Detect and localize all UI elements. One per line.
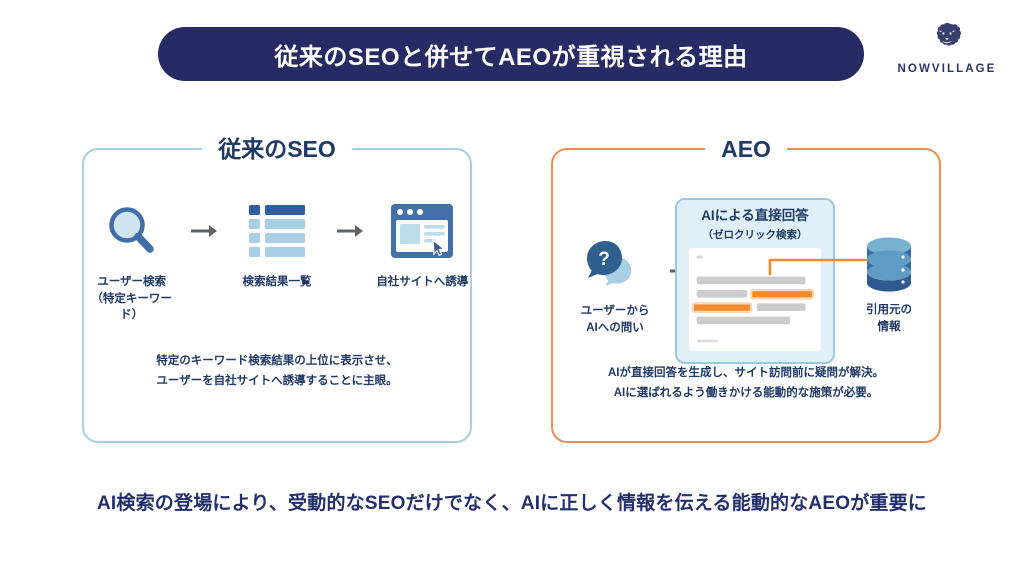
seo-node-caption: 自社サイトへ誘導 [376,276,469,288]
summary-text: AI検索の登場により、受動的なSEOだけでなく、AIに正しく情報を伝える能動的な… [97,493,927,514]
seo-panel-note: 特定のキーワード検索結果の上位に表示させ、 ユーザーを自社サイトへ誘導することに… [156,354,398,387]
seo-flow-node-site: 自社サイトへ誘導 [375,196,470,291]
aeo-question-caption: ユーザーから AIへの問い [580,305,650,334]
seo-flow-node-search: ユーザー検索 （特定キーワード） [84,196,179,324]
search-results-list-icon [229,196,324,266]
aeo-flow: ? ユーザーから AIへの問い AIによる直接回答 （ゼロクリック検索） [553,190,939,380]
aeo-panel: AEO ? ユーザーから AIへの問い [551,130,941,443]
seo-panel: 従来のSEO ユーザー検索 （特定キーワード） [82,130,472,443]
question-chat-bubble-icon: ? [563,238,667,296]
ai-answer-card: AIによる直接回答 （ゼロクリック検索） [675,198,835,364]
magnifier-icon [84,196,179,266]
seo-panel-heading: 従来のSEO [202,130,352,168]
lion-head-icon [888,20,1006,59]
seo-node-caption: 検索結果一覧 [242,276,312,288]
aeo-question-node: ? ユーザーから AIへの問い [563,238,667,336]
brand-name: NOWVILLAGE [897,63,997,75]
seo-flow-node-results: 検索結果一覧 [229,196,324,291]
aeo-panel-note: AIが直接回答を生成し、サイト訪問前に疑問が解決。 AIに選ばれるよう働きかける… [608,366,884,399]
seo-flow: ユーザー検索 （特定キーワード） [84,196,470,324]
page-title-text: 従来のSEOと併せてAEOが重視される理由 [274,43,748,71]
browser-window-icon [375,196,470,266]
brand-logo: NOWVILLAGE [888,20,1006,75]
aeo-panel-heading: AEO [705,130,787,168]
ai-answer-card-subtitle: （ゼロクリック検索） [702,228,808,241]
seo-node-caption: ユーザー検索 （特定キーワード） [91,276,172,322]
citation-connector-line [768,258,898,276]
flow-arrow-icon [189,222,219,245]
flow-arrow-icon [335,222,365,245]
database-icon [843,234,935,296]
aeo-source-caption: 引用元の 情報 [866,304,912,333]
page-title: 従来のSEOと併せてAEOが重視される理由 [158,27,864,81]
ai-answer-card-title: AIによる直接回答 [701,208,809,223]
ai-answer-screen-icon [689,248,821,351]
svg-text:?: ? [598,249,610,270]
aeo-source-node: 引用元の 情報 [843,234,935,335]
